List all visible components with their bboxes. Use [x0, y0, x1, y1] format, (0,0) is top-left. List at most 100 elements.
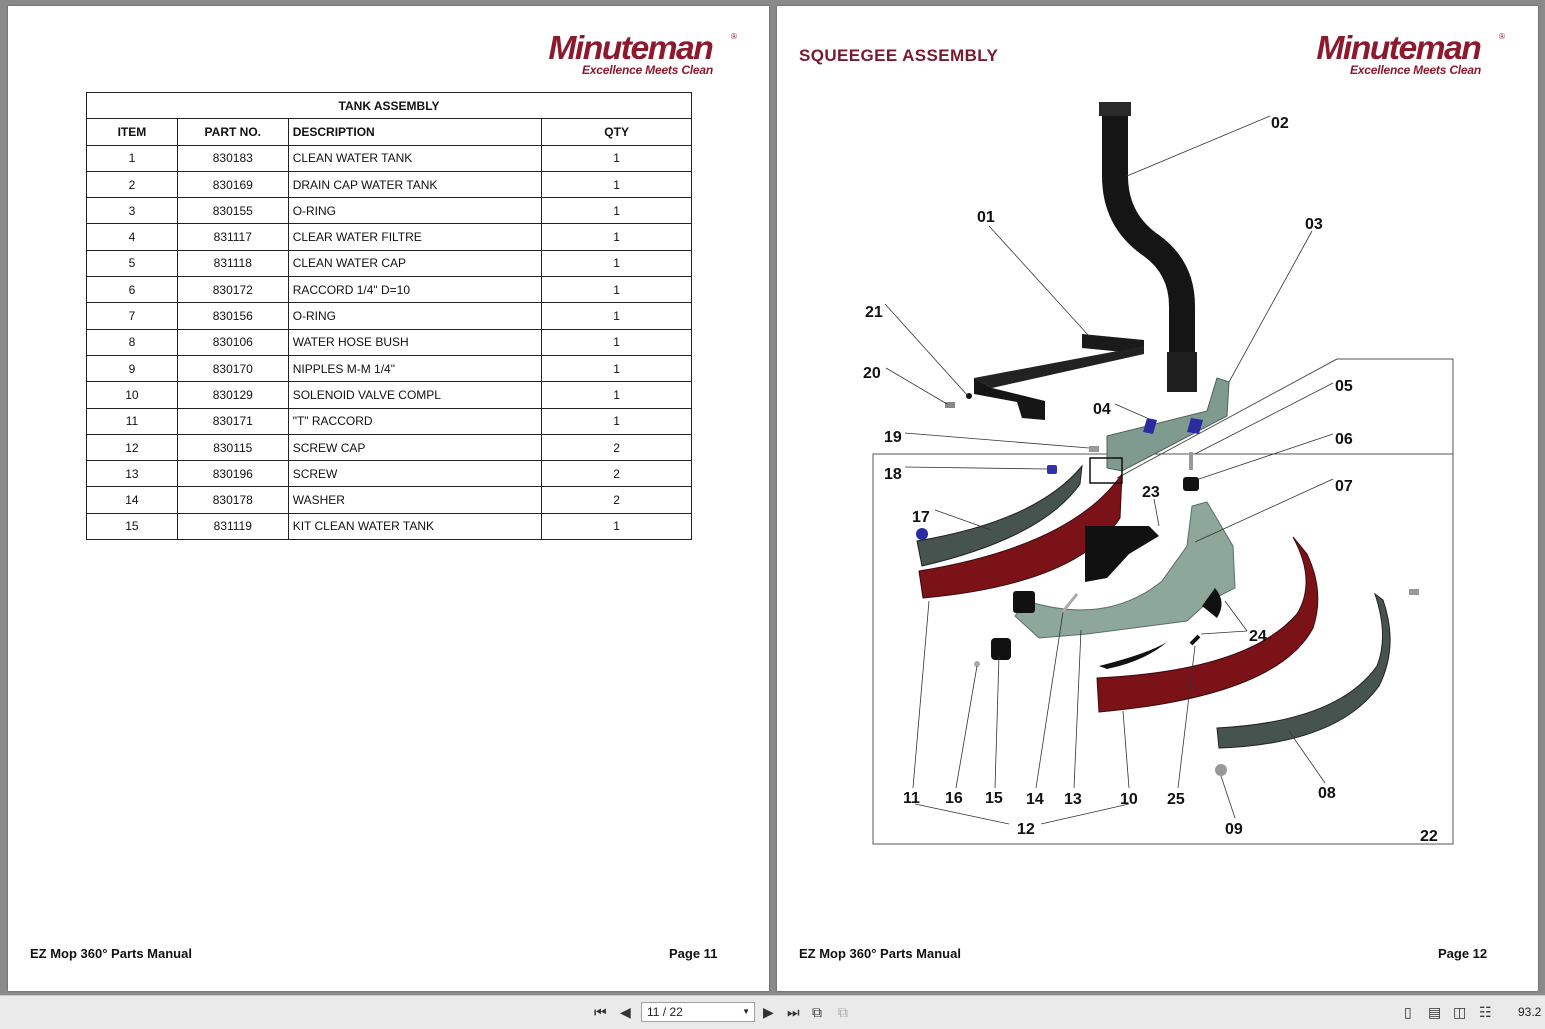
cell-item: 5: [86, 249, 178, 278]
cell-description: CLEAN WATER CAP: [287, 249, 543, 278]
mounting-plate: [1106, 377, 1230, 472]
cell-part-no: 830178: [176, 486, 289, 514]
rear-blade-strip: [916, 464, 1083, 567]
cell-qty: 1: [541, 381, 692, 409]
cell-part-no: 830129: [176, 381, 289, 409]
header-description: DESCRIPTION: [287, 118, 543, 146]
cell-description: SCREW CAP: [287, 433, 543, 462]
cell-qty: 1: [541, 197, 692, 225]
frame-extension: [1337, 358, 1454, 454]
squeegee-exploded-diagram: 0102030405060708091011121314151617181920…: [863, 102, 1454, 845]
callout-08: 08: [1318, 785, 1336, 802]
callout-23: 23: [1142, 484, 1160, 501]
cell-qty: 2: [541, 486, 692, 514]
logo-tagline: Excellence Meets Clean: [1350, 63, 1482, 77]
cell-item: 12: [86, 433, 178, 462]
cell-qty: 1: [541, 170, 692, 199]
callout-01: 01: [977, 209, 995, 226]
minuteman-logo: Minuteman ® Excellence Meets Clean: [548, 29, 740, 80]
last-page-icon[interactable]: ⏭: [787, 1004, 800, 1020]
callout-20: 20: [863, 365, 881, 382]
cell-part-no: 830196: [176, 460, 289, 488]
cell-item: 15: [86, 512, 178, 541]
cell-part-no: 830170: [176, 354, 289, 383]
cell-part-no: 830106: [176, 328, 289, 356]
cell-description: RACCORD 1/4" D=10: [287, 276, 543, 304]
cell-part-no: 830156: [176, 302, 289, 330]
cell-item: 2: [86, 170, 178, 199]
red-squeegee-blade: [918, 472, 1123, 599]
cell-item: 3: [86, 197, 178, 225]
first-page-icon[interactable]: ⏮: [594, 1004, 607, 1020]
page-title: SQUEEGEE ASSEMBLY: [799, 46, 999, 65]
cell-qty: 1: [541, 276, 692, 304]
cell-qty: 2: [541, 433, 692, 462]
cell-part-no: 830169: [176, 170, 289, 199]
callout-18: 18: [884, 466, 902, 483]
cell-item: 6: [86, 276, 178, 304]
cell-item: 11: [86, 407, 178, 435]
cell-description: WASHER: [287, 486, 543, 514]
manual-title: EZ Mop 360° Parts Manual: [799, 946, 961, 961]
cell-description: WATER HOSE BUSH: [287, 328, 543, 356]
two-page-continuous-icon[interactable]: ☷: [1479, 1004, 1492, 1020]
cell-description: O-RING: [287, 302, 543, 330]
cell-description: O-RING: [287, 197, 543, 225]
cell-item: 8: [86, 328, 178, 356]
front-blade-strip: [1216, 592, 1391, 749]
tank-assembly-table: TANK ASSEMBLY ITEM PART NO. DESCRIPTION …: [86, 91, 692, 541]
cell-qty: 1: [541, 354, 692, 383]
cell-item: 4: [86, 223, 178, 251]
callout-16: 16: [945, 790, 963, 807]
callout-15: 15: [985, 790, 1003, 807]
cell-part-no: 830183: [176, 144, 289, 172]
table-title: TANK ASSEMBLY: [86, 91, 692, 120]
two-page-view-icon[interactable]: ◫: [1453, 1004, 1467, 1020]
cell-part-no: 831118: [176, 249, 289, 278]
cell-item: 9: [86, 354, 178, 383]
cell-description: CLEAR WATER FILTRE: [287, 223, 543, 251]
pdf-viewer-toolbar: ⏮ ◀ 11 / 22 ▼ ▶ ⏭ ⧉ ⧉ ▯ ▤ ◫ ☷ 93.2: [0, 995, 1545, 1029]
cell-item: 14: [86, 486, 178, 514]
zoom-level[interactable]: 93.2: [1518, 1005, 1542, 1019]
cell-description: CLEAN WATER TANK: [287, 144, 543, 172]
registered-mark: ®: [1499, 32, 1505, 41]
minuteman-logo: Minuteman ® Excellence Meets Clean: [1316, 29, 1508, 80]
cell-part-no: 830155: [176, 197, 289, 225]
document-page-12: SQUEEGEE ASSEMBLY Minuteman ® Excellence…: [777, 6, 1538, 991]
callout-07: 07: [1335, 478, 1353, 495]
logo-tagline: Excellence Meets Clean: [582, 63, 714, 77]
logo-wordmark: Minuteman: [548, 29, 713, 66]
callout-06: 06: [1335, 431, 1353, 448]
single-page-view-icon[interactable]: ▯: [1404, 1004, 1412, 1020]
cell-description: SCREW: [287, 460, 543, 488]
next-page-icon[interactable]: ▶: [763, 1004, 774, 1020]
registered-mark: ®: [731, 32, 737, 41]
callout-12: 12: [1017, 821, 1035, 838]
go-back-view-icon[interactable]: ⧉: [812, 1004, 822, 1020]
page-selector[interactable]: 11 / 22 ▼: [641, 1002, 755, 1022]
cell-qty: 2: [541, 460, 692, 488]
callout-11: 11: [903, 790, 920, 807]
cell-description: KIT CLEAN WATER TANK: [287, 512, 543, 541]
previous-page-icon[interactable]: ◀: [620, 1004, 631, 1020]
cell-description: SOLENOID VALVE COMPL: [287, 381, 543, 409]
header-qty: QTY: [541, 118, 692, 146]
cell-part-no: 831119: [176, 512, 289, 541]
go-forward-view-icon[interactable]: ⧉: [838, 1004, 848, 1020]
cell-description: "T" RACCORD: [287, 407, 543, 435]
header-item: ITEM: [86, 118, 178, 146]
cell-qty: 1: [541, 144, 692, 172]
continuous-view-icon[interactable]: ▤: [1428, 1004, 1442, 1020]
logo-wordmark: Minuteman: [1316, 29, 1481, 66]
